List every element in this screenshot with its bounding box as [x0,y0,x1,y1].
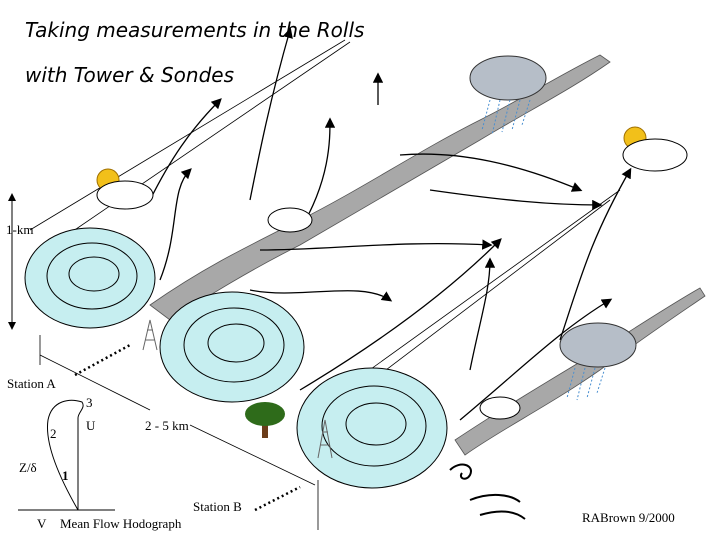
hodograph-point-1: 1 [62,468,69,483]
station-b-label: Station B [193,499,242,514]
small-cloud-icon-low [479,396,521,420]
cloud-street-band-2 [454,287,706,456]
hodograph-z-label: Z/δ [19,460,37,475]
cloud-sun-icon-right [622,126,688,172]
credit-label: RABrown 9/2000 [582,510,675,525]
rain-cloud-icon-bottom [559,322,637,401]
tower-a-icon [142,319,158,351]
hodograph [18,399,115,511]
spacing-label: 2 - 5 km [145,418,189,433]
rain-cloud-icon-top [469,55,547,136]
tower-b-icon [317,419,333,459]
station-a-label: Station A [7,376,56,391]
height-scale-label: 1-km [6,222,34,237]
hodograph-point-3: 3 [86,395,93,410]
roll-1 [24,227,156,329]
roll-2 [159,291,305,403]
hodograph-title: Mean Flow Hodograph [60,516,182,531]
station-a-pointer [74,343,131,377]
tree-icon [245,402,285,438]
title-line-1: Taking measurements in the Rolls [25,18,365,42]
hodograph-point-2: 2 [50,426,57,441]
hodograph-v-label: V [37,516,47,531]
station-b-pointer [254,485,301,512]
hodograph-u-label: U [86,418,96,433]
title-line-2: with Tower & Sondes [25,63,234,87]
wind-swirl-icon [449,463,526,520]
roll-3 [296,367,448,489]
cloud-street-band-1 [149,54,611,321]
cloud-sun-icon-left [96,168,154,210]
small-cloud-icon-mid [267,207,313,233]
flow-arrows [149,27,632,421]
